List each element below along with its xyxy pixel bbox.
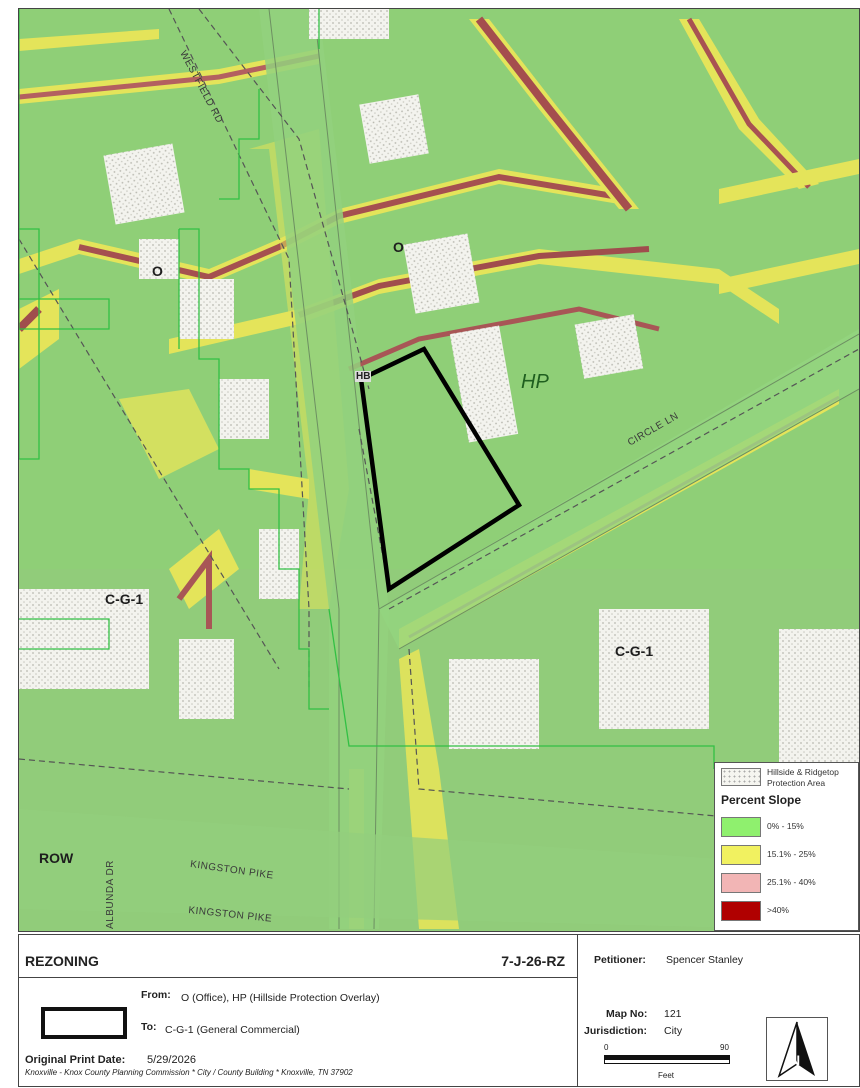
circle-ln-corridor xyxy=(379,329,859,649)
legend-label-15-25: 15.1% - 25% xyxy=(767,849,816,859)
kingston-pike-corridor xyxy=(19,809,859,931)
zoning-boundaries xyxy=(19,9,715,769)
scale-start: 0 xyxy=(604,1043,609,1052)
legend-title: Percent Slope xyxy=(721,793,802,807)
parcel-lines xyxy=(19,9,859,830)
north-label: N xyxy=(790,1052,801,1068)
info-panel: REZONING 7-J-26-RZ From: O (Office), HP … xyxy=(18,934,860,1087)
case-id: 7-J-26-RZ xyxy=(501,953,565,969)
footer-text: Knoxville - Knox County Planning Commiss… xyxy=(25,1068,353,1077)
legend-swatch-0-15 xyxy=(721,817,761,837)
legend-label-0-15: 0% - 15% xyxy=(767,821,804,831)
zone-label-hp: HP xyxy=(521,371,549,393)
print-date: 5/29/2026 xyxy=(147,1054,196,1066)
from-label: From: xyxy=(141,989,171,1001)
scale-unit: Feet xyxy=(658,1071,675,1080)
from-value: O (Office), HP (Hillside Protection Over… xyxy=(181,992,380,1004)
north-arrow-icon xyxy=(777,1021,815,1078)
jurisdiction-label: Jurisdiction: xyxy=(584,1025,648,1037)
scale-end: 90 xyxy=(720,1043,729,1052)
north-arrow-box: N xyxy=(766,1017,828,1081)
scale-bar-fill xyxy=(605,1056,729,1060)
zone-label-o-east: O xyxy=(393,239,404,255)
to-value: C-G-1 (General Commercial) xyxy=(165,1024,300,1036)
zone-label-cg1-east: C-G-1 xyxy=(615,643,654,659)
legend-label-25-40: 25.1% - 40% xyxy=(767,877,816,887)
petition-info: Petitioner: Spencer Stanley Map No: 121 … xyxy=(578,935,859,1086)
rezoning-info: REZONING 7-J-26-RZ From: O (Office), HP … xyxy=(19,935,578,1086)
legend-hillside-swatch xyxy=(721,768,761,786)
print-date-label: Original Print Date: xyxy=(25,1054,126,1066)
map-legend: Hillside & Ridgetop Protection Area Perc… xyxy=(714,762,859,931)
zone-label-o-west: O xyxy=(152,263,163,279)
jurisdiction-value: City xyxy=(664,1025,683,1037)
subject-parcel-outline[interactable] xyxy=(358,346,523,593)
petitioner-value: Spencer Stanley xyxy=(666,954,744,966)
mapno-label: Map No: xyxy=(606,1008,648,1020)
street-label-albunda-dr: ALBUNDA DR xyxy=(105,860,116,929)
legend-swatch-40 xyxy=(721,901,761,921)
zone-label-hb: HB xyxy=(355,371,372,382)
to-label: To: xyxy=(141,1021,157,1033)
legend-swatch-25-40 xyxy=(721,873,761,893)
parcel-outline-symbol xyxy=(41,1007,127,1039)
map-canvas xyxy=(19,9,859,931)
zone-label-cg1-west: C-G-1 xyxy=(105,591,144,607)
zone-label-row: ROW xyxy=(39,850,74,866)
petitioner-label: Petitioner: xyxy=(594,954,646,966)
panel-title: REZONING xyxy=(25,953,99,969)
mapno-value: 121 xyxy=(664,1008,682,1020)
panel-divider xyxy=(19,977,577,978)
westfield-road-corridor xyxy=(259,9,389,929)
scale-bar xyxy=(604,1055,730,1064)
legend-swatch-15-25 xyxy=(721,845,761,865)
map-area[interactable]: O O HP HB C-G-1 C-G-1 ROW WESTFIELD RD C… xyxy=(18,8,860,932)
hillside-protection-areas xyxy=(19,9,859,769)
legend-label-40: >40% xyxy=(767,905,789,915)
legend-hillside-label: Hillside & Ridgetop Protection Area xyxy=(767,767,839,788)
